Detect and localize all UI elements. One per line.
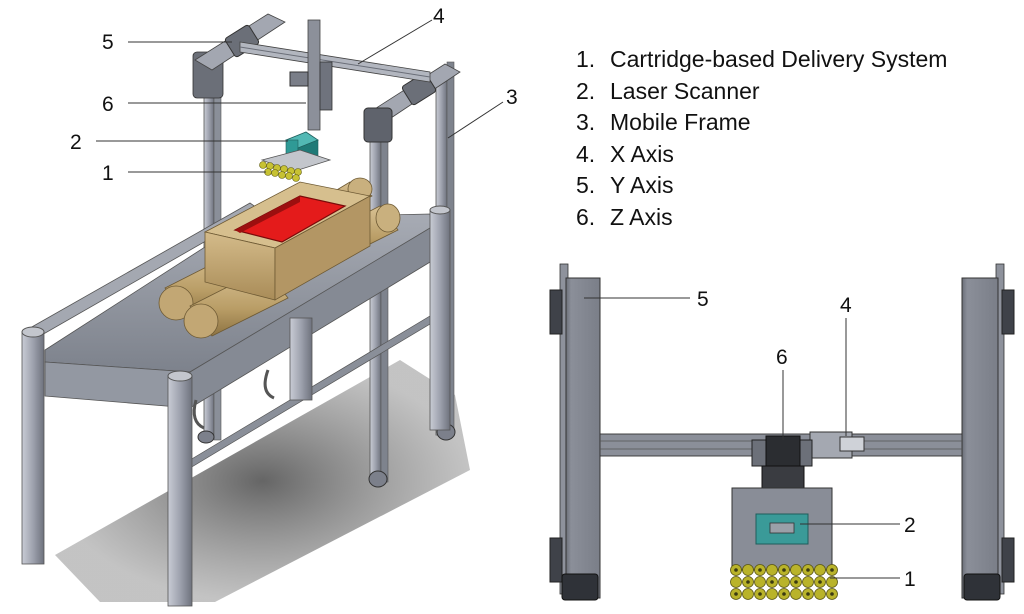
callout-1: 1: [102, 162, 114, 185]
front-cartridges: [730, 564, 838, 600]
legend-item: 1.Cartridge-based Delivery System: [576, 46, 948, 72]
isometric-view: 5 6 2 1 4 3: [21, 5, 518, 607]
right-column: [961, 263, 1015, 601]
front-callout-4: 4: [840, 294, 852, 317]
legend-item: 3.Mobile Frame: [576, 109, 751, 135]
callout-2: 2: [70, 131, 82, 154]
front-callout-2: 2: [904, 514, 916, 537]
iso-leader-lines: [96, 19, 504, 173]
left-column: [549, 263, 601, 601]
callout-6: 6: [102, 93, 114, 116]
cartridge-cluster: [259, 161, 302, 182]
callout-4: 4: [433, 5, 445, 28]
front-callout-5: 5: [697, 288, 709, 311]
legend-item: 5.Y Axis: [576, 172, 674, 198]
legend: 1.Cartridge-based Delivery System 2.Lase…: [576, 44, 947, 233]
legend-item: 2.Laser Scanner: [576, 77, 760, 104]
front-callout-6: 6: [776, 346, 788, 369]
front-callout-1: 1: [904, 568, 916, 591]
front-leader-lines: [584, 297, 900, 579]
front-view: 5 4 6 2 1: [549, 263, 1015, 601]
callout-5: 5: [102, 31, 114, 54]
callout-3: 3: [506, 86, 518, 109]
mold-assembly: [158, 177, 401, 339]
legend-item: 4.X Axis: [576, 140, 674, 167]
floor-shadow: [55, 360, 470, 602]
legend-item: 6.Z Axis: [576, 203, 673, 230]
